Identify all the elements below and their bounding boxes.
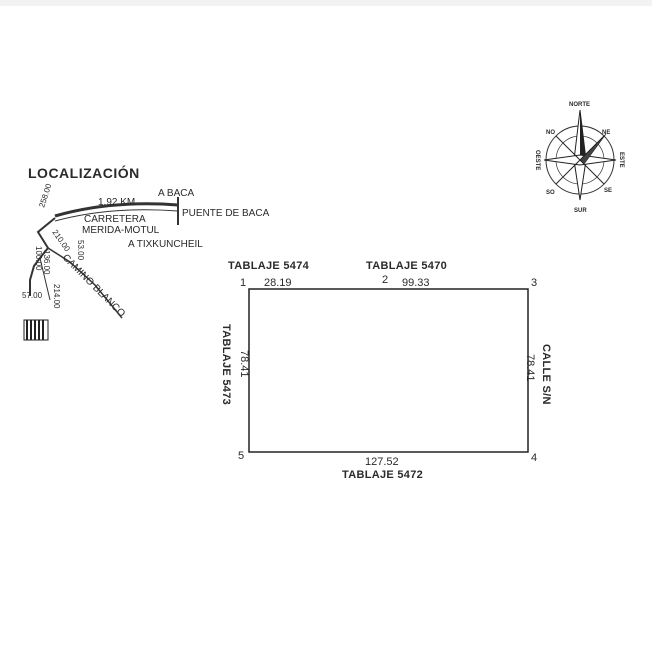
merida-motul-label: MERIDA-MOTUL bbox=[82, 225, 160, 236]
a-baca-label: A BACA bbox=[158, 188, 194, 199]
vertex-5: 5 bbox=[238, 450, 244, 462]
vertex-1: 1 bbox=[240, 277, 246, 289]
tixkuncheil-label: A TIXKUNCHEIL bbox=[128, 239, 203, 250]
side-2-3: 99.33 bbox=[402, 277, 430, 289]
compass-oeste: OESTE bbox=[534, 150, 540, 170]
neighbor-left: TABLAJE 5473 bbox=[220, 324, 232, 405]
neighbor-right: CALLE S/N bbox=[540, 344, 552, 405]
compass-norte: NORTE bbox=[569, 102, 590, 108]
side-5-1: 78.41 bbox=[238, 350, 250, 378]
side-1-2: 28.19 bbox=[264, 277, 292, 289]
carretera-label: CARRETERA bbox=[84, 214, 146, 225]
compass-este: ESTE bbox=[618, 152, 624, 168]
neighbor-top-right: TABLAJE 5470 bbox=[366, 260, 447, 272]
compass-sur: SUR bbox=[574, 208, 587, 214]
dist-214: 214.00 bbox=[52, 284, 61, 309]
compass-north-fill bbox=[580, 110, 586, 160]
vertex-4: 4 bbox=[531, 452, 537, 464]
compass-diag-2 bbox=[555, 135, 605, 185]
compass-so: SO bbox=[546, 190, 555, 196]
dist-53: 53.00 bbox=[76, 240, 85, 261]
highway-line bbox=[54, 202, 179, 218]
vertex-3: 3 bbox=[531, 277, 537, 289]
dist-136: 136.00 bbox=[42, 250, 51, 275]
side-road bbox=[39, 257, 51, 301]
compass-se: SE bbox=[604, 188, 612, 194]
neighbor-top-left: TABLAJE 5474 bbox=[228, 260, 310, 272]
compass-no: NO bbox=[546, 130, 555, 136]
highway-line-edge bbox=[54, 209, 179, 222]
puente-label: PUENTE DE BACA bbox=[182, 208, 270, 219]
lot-boundary bbox=[248, 288, 529, 453]
compass-rose: NORTE SUR ESTE OESTE NE NO SE SO bbox=[534, 102, 624, 214]
side-4-5: 127.52 bbox=[365, 456, 399, 468]
parcel-hatch bbox=[26, 320, 44, 340]
distance-label: 1.92 KM bbox=[98, 197, 135, 208]
top-border bbox=[0, 0, 652, 6]
lot-plan: TABLAJE 5474 TABLAJE 5470 TABLAJE 5472 T… bbox=[220, 260, 552, 481]
camino-blanco-road bbox=[47, 247, 123, 319]
side-3-4: 78.41 bbox=[524, 354, 536, 382]
compass-ne: NE bbox=[602, 130, 610, 136]
vertex-2: 2 bbox=[382, 274, 388, 286]
neighbor-bottom: TABLAJE 5472 bbox=[342, 469, 423, 481]
dist-100: 100.00 bbox=[34, 246, 43, 271]
location-title: LOCALIZACIÓN bbox=[28, 164, 140, 181]
dist-57: 57.00 bbox=[22, 291, 43, 300]
